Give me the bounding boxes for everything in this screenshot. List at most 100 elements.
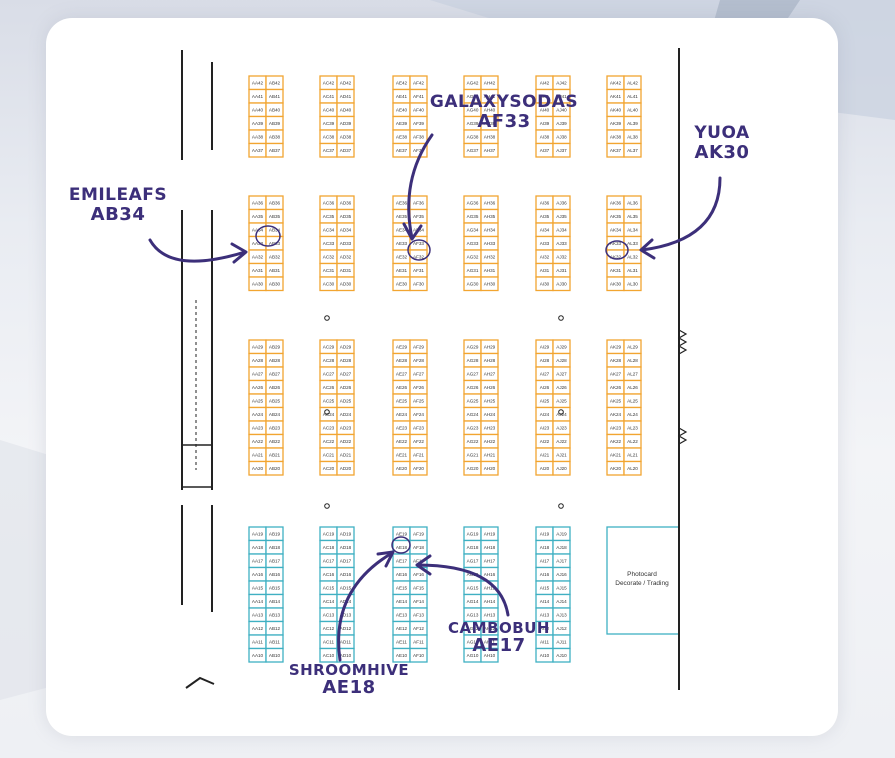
booth-AJ37: AJ37 — [552, 142, 571, 158]
booth-label: AJ29 — [556, 344, 567, 349]
booth-AA38: AA38 — [248, 129, 267, 145]
booth-label: AK37 — [610, 148, 622, 153]
booth-AA22: AA22 — [248, 433, 267, 449]
booth-label: AA21 — [252, 452, 264, 457]
booth-label: AG33 — [467, 241, 479, 246]
booth-label: AB36 — [269, 200, 281, 205]
booth-AF38: AF38 — [409, 129, 428, 145]
booth-AB36: AB36 — [265, 195, 284, 211]
booth-AC13: AC13 — [319, 607, 338, 623]
booth-label: AB29 — [269, 344, 281, 349]
booth-label: AA26 — [252, 385, 264, 390]
booth-label: AJ40 — [556, 107, 567, 112]
booth-AL25: AL25 — [623, 393, 642, 409]
booth-AC16: AC16 — [319, 566, 338, 582]
callout-yuoa-name: YUOA — [694, 123, 750, 143]
booth-AL42: AL42 — [623, 75, 642, 91]
booth-label: AB15 — [269, 585, 281, 590]
booth-label: AL39 — [627, 121, 638, 126]
booth-AI30: AI30 — [535, 276, 554, 292]
booth-AE27: AE27 — [392, 366, 411, 382]
booth-AJ23: AJ23 — [552, 420, 571, 436]
booth-label: AJ18 — [556, 545, 567, 550]
booth-label: AD35 — [340, 214, 352, 219]
booth-label: AK36 — [610, 200, 622, 205]
booth-AE22: AE22 — [392, 433, 411, 449]
booth-AC22: AC22 — [319, 433, 338, 449]
booth-label: AE31 — [396, 268, 408, 273]
booth-label: AG30 — [467, 281, 479, 286]
booth-AA18: AA18 — [248, 539, 267, 555]
booth-AB33: AB33 — [265, 235, 284, 251]
highlight-ak30 — [605, 240, 629, 260]
booth-AC15: AC15 — [319, 580, 338, 596]
booth-label: AC24 — [323, 412, 335, 417]
booth-AH17: AH17 — [480, 553, 499, 569]
booth-label: AK24 — [610, 412, 622, 417]
booth-AI17: AI17 — [535, 553, 554, 569]
booth-AB23: AB23 — [265, 420, 284, 436]
booth-AK21: AK21 — [606, 447, 625, 463]
booth-AH14: AH14 — [480, 593, 499, 609]
booth-AG15: AG15 — [463, 580, 482, 596]
booth-AD37: AD37 — [336, 142, 355, 158]
booth-label: AF14 — [413, 599, 424, 604]
booth-AL29: AL29 — [623, 339, 642, 355]
booth-label: AA22 — [252, 439, 264, 444]
booth-AJ38: AJ38 — [552, 129, 571, 145]
booth-label: AA28 — [252, 358, 264, 363]
booth-label: AE19 — [396, 531, 408, 536]
booth-AC36: AC36 — [319, 195, 338, 211]
booth-label: AL40 — [627, 107, 638, 112]
booth-label: AJ32 — [556, 254, 567, 259]
booth-label: AG15 — [467, 585, 479, 590]
booth-label: AK28 — [610, 358, 622, 363]
booth-label: AK30 — [610, 281, 622, 286]
booth-AF20: AF20 — [409, 460, 428, 476]
booth-label: AF11 — [413, 639, 424, 644]
booth-AG17: AG17 — [463, 553, 482, 569]
booth-AC21: AC21 — [319, 447, 338, 463]
booth-AK30: AK30 — [606, 276, 625, 292]
booth-label: AE13 — [396, 612, 408, 617]
booth-label: AD37 — [340, 148, 352, 153]
booth-label: AD22 — [340, 439, 352, 444]
booth-label: AJ36 — [556, 200, 567, 205]
booth-AB21: AB21 — [265, 447, 284, 463]
booth-AC32: AC32 — [319, 249, 338, 265]
booth-label: AC20 — [323, 466, 335, 471]
booth-label: AB10 — [269, 653, 281, 658]
booth-label: AE41 — [396, 94, 408, 99]
booth-label: AE40 — [396, 107, 408, 112]
booth-AC40: AC40 — [319, 102, 338, 118]
booth-label: AI25 — [540, 398, 550, 403]
booth-label: AG17 — [467, 558, 479, 563]
booth-AH27: AH27 — [480, 366, 499, 382]
booth-label: AB40 — [269, 107, 281, 112]
booth-label: AG19 — [467, 531, 479, 536]
booth-AB29: AB29 — [265, 339, 284, 355]
booth-label: AD12 — [340, 626, 352, 631]
booth-label: AE28 — [396, 358, 408, 363]
booth-label: AC14 — [323, 599, 335, 604]
callout-shroomhive: SHROOMHIVE AE18 — [276, 662, 422, 697]
booth-label: AB24 — [269, 412, 281, 417]
booth-AE38: AE38 — [392, 129, 411, 145]
booth-label: AE17 — [396, 558, 408, 563]
booth-AJ25: AJ25 — [552, 393, 571, 409]
booth-AC10: AC10 — [319, 647, 338, 663]
booth-AB26: AB26 — [265, 379, 284, 395]
booth-label: AC40 — [323, 107, 335, 112]
booth-label: AF19 — [413, 531, 424, 536]
booth-AB31: AB31 — [265, 262, 284, 278]
booth-AH32: AH32 — [480, 249, 499, 265]
booth-label: AJ34 — [556, 227, 567, 232]
arrow-emileafs-head — [230, 242, 248, 264]
booth-box — [409, 647, 428, 663]
booth-AC35: AC35 — [319, 208, 338, 224]
booth-AL21: AL21 — [623, 447, 642, 463]
booth-label: AD38 — [340, 134, 352, 139]
booth-label: AH36 — [484, 200, 496, 205]
booth-label: AI41 — [540, 94, 550, 99]
